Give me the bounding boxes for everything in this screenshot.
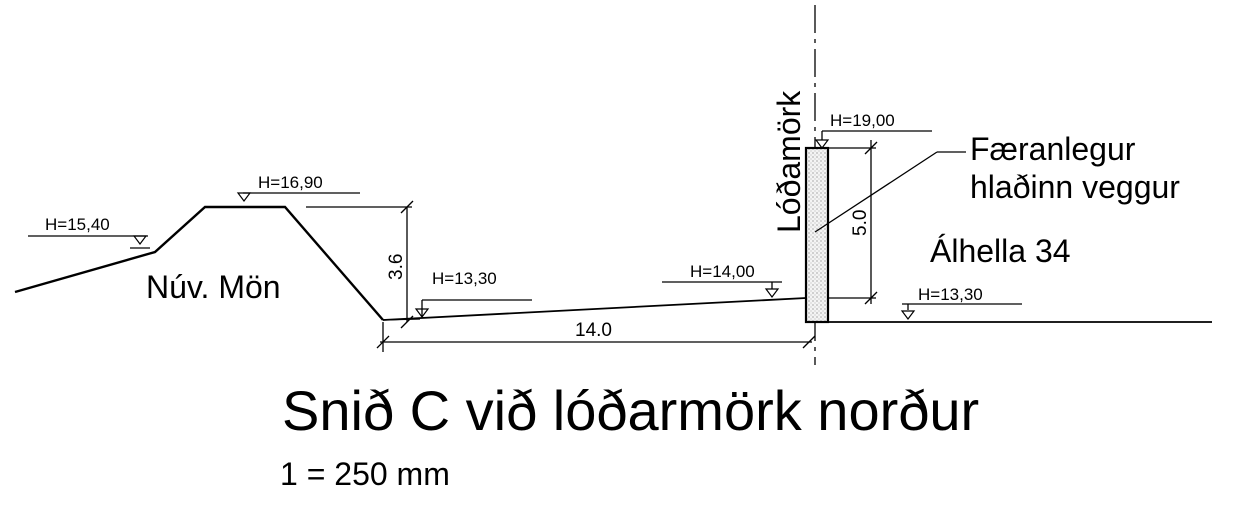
terrain-left-profile: [14, 205, 384, 321]
wall-leader-line: [814, 151, 938, 233]
dimension-horizontal: 14.0: [376, 320, 816, 352]
level-marker-wall-top: H=19,00: [814, 111, 932, 149]
level-wall-top: H=19,00: [830, 111, 895, 130]
level-marker-mound-top: H=16,90: [236, 173, 360, 202]
label-wall-line1: Færanlegur: [970, 131, 1136, 167]
level-left-ground: H=15,40: [45, 215, 110, 234]
dim-mound-height: 3.6: [386, 254, 407, 280]
level-mound-top: H=16,90: [258, 173, 323, 192]
level-right-ground: H=13,30: [918, 285, 983, 304]
ditch-base-line: [382, 318, 421, 321]
terrain-ditch-slope: [382, 297, 807, 321]
dim-wall-height: 5.0: [850, 210, 871, 236]
drawing-title: Snið C við lóðarmörk norður: [282, 379, 979, 442]
label-embankment: Núv. Mön: [146, 269, 281, 305]
label-property: Álhella 34: [930, 233, 1071, 269]
label-property-boundary: Lóðamörk: [771, 90, 807, 233]
level-ditch: H=13,30: [432, 269, 497, 288]
label-wall-line2: hlaðinn veggur: [970, 169, 1180, 205]
drawing-scale: 1 = 250 mm: [280, 456, 450, 492]
level-marker-left-ground: H=15,40: [28, 215, 150, 249]
level-marker-right-ground: H=13,30: [900, 285, 1022, 320]
level-marker-ditch: H=13,30: [414, 269, 532, 318]
retaining-wall: [804, 146, 830, 324]
level-marker-wall-base: H=14,00: [662, 262, 782, 298]
level-wall-base: H=14,00: [690, 262, 755, 281]
dimension-wall-height: 5.0: [828, 140, 878, 305]
dim-horizontal: 14.0: [575, 320, 612, 341]
dimension-mound-height: 3.6: [306, 200, 414, 329]
